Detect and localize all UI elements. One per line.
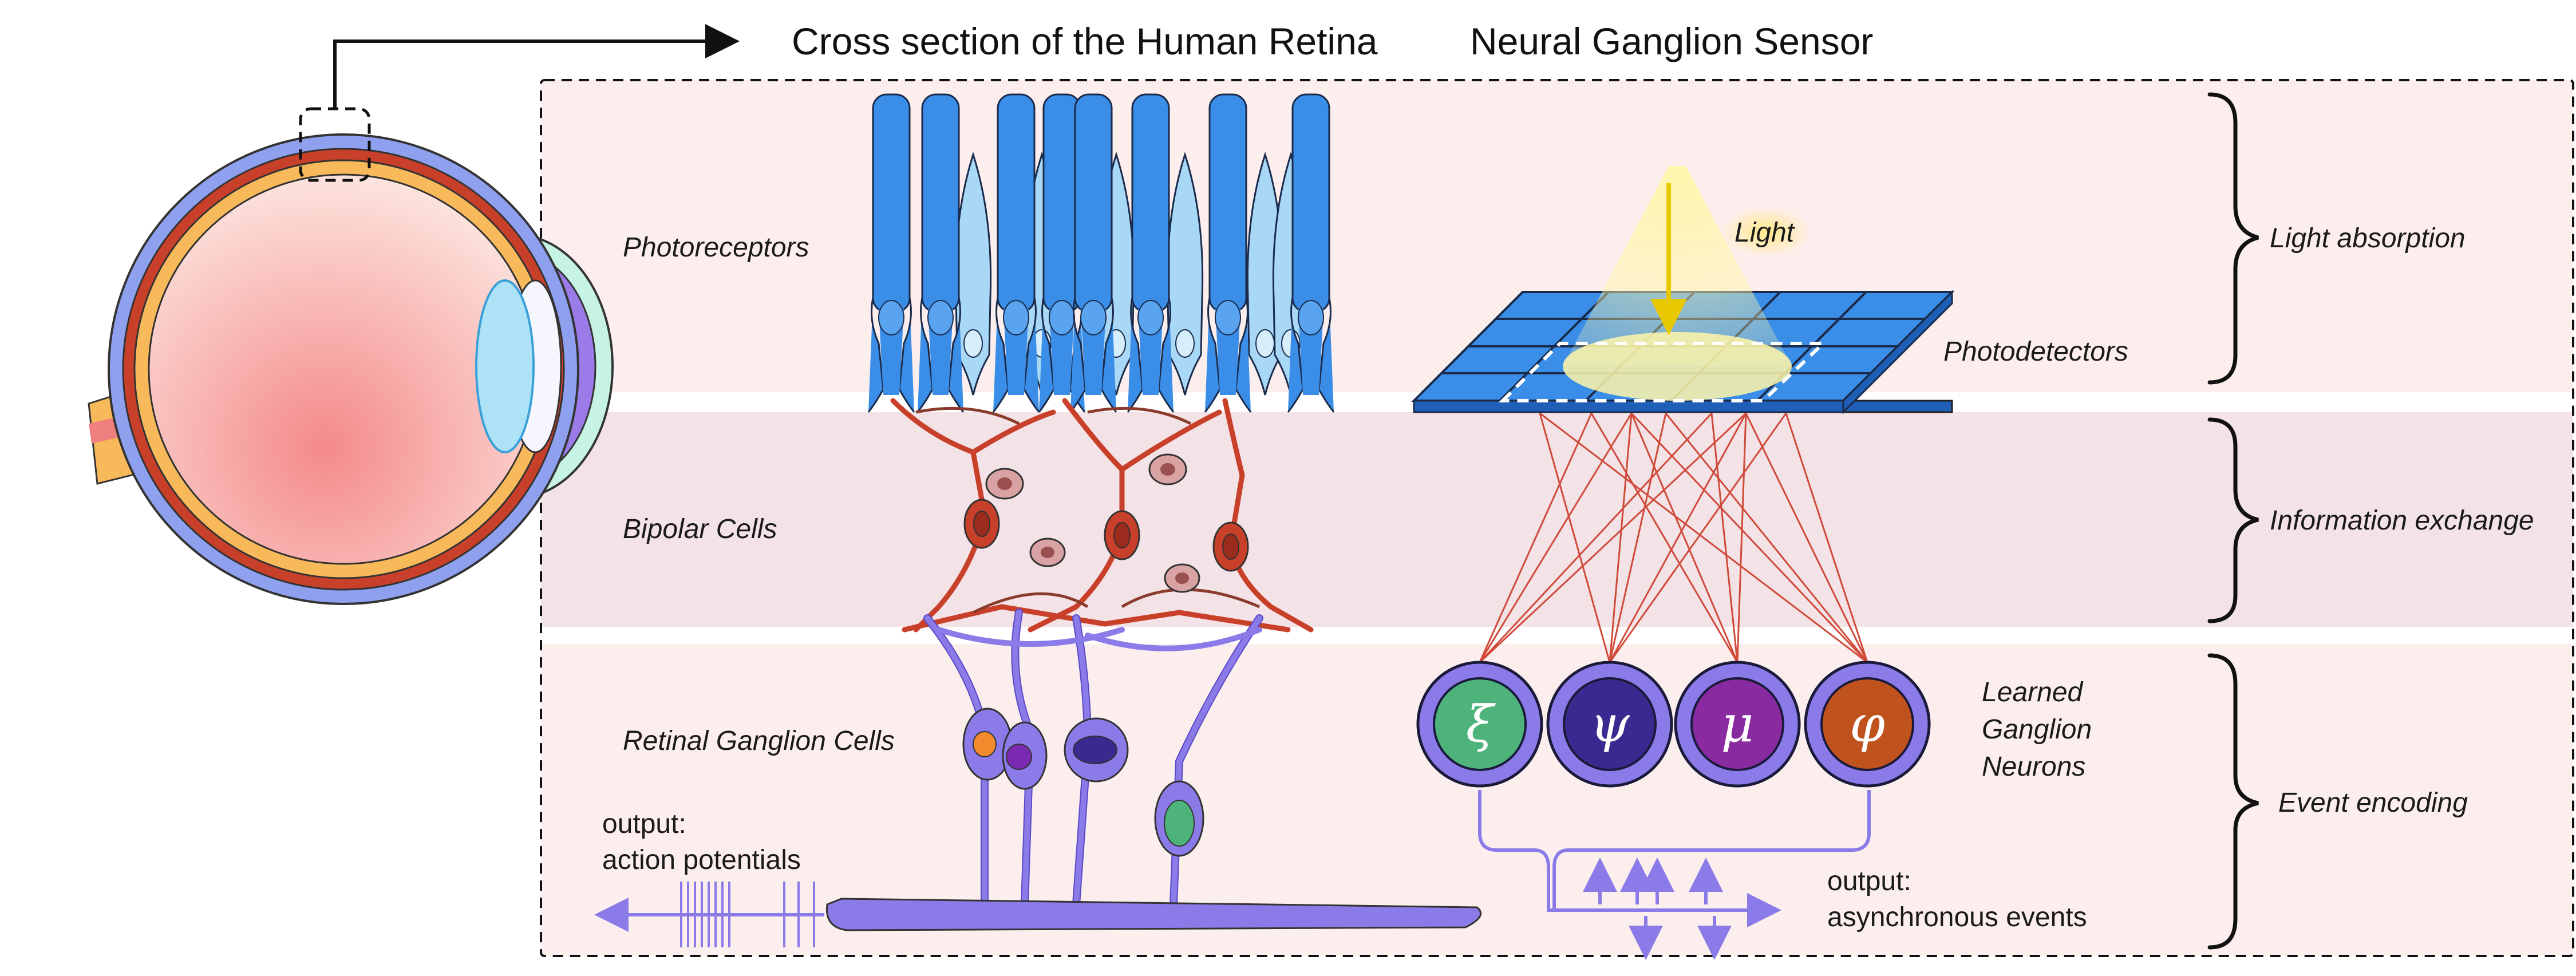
connection-line [1609,413,1667,663]
ganglion-neuron: ψ [1546,661,1673,788]
light-label: Light [1735,218,1795,248]
connection-line [1539,412,1868,663]
rod-cell [1287,93,1335,413]
ganglion-neuron: ξ [1416,661,1543,788]
rod-cell [1069,93,1117,413]
connection-line [1479,412,1747,663]
eye-to-section-arrow [333,24,740,109]
connection-line [1479,413,1593,663]
connection-line [1710,413,1739,663]
title-sensor: Neural Ganglion Sensor [1470,20,1873,62]
title-retina: Cross section of the Human Retina [792,20,1378,62]
stage-information-exchange: Information exchange [2270,505,2534,536]
connection-line [1785,413,1868,663]
connection-line [1539,413,1611,663]
neurons-label-line2: Ganglion [1982,714,2092,745]
rod-cell [1204,93,1252,413]
retina-output-title: output: [602,809,686,839]
rod-cell [992,93,1040,413]
neurons-label-line1: Learned [1982,677,2083,708]
connection-line [1630,413,1739,663]
stage-light-absorption: Light absorption [2270,223,2466,254]
band-bipolar [541,412,2573,627]
neuron-symbol: μ [1721,694,1753,753]
connection-line [1609,413,1633,663]
connection-line [1630,412,1868,663]
layer-bands [540,79,2574,957]
bipolar-cells [890,398,1314,633]
label-bipolar: Bipolar Cells [623,514,777,544]
neuron-symbol: ψ [1590,694,1630,753]
ganglion-cells [825,608,1482,931]
connection-line [1479,413,1633,663]
connection-line [1479,412,1713,663]
connection-line [1609,413,1787,663]
sensor-output-text: asynchronous events [1827,902,2087,932]
stage-event-encoding: Event encoding [2278,788,2468,818]
neurons-label-line3: Neurons [1982,752,2085,782]
photodetectors-label: Photodetectors [1943,337,2128,367]
label-ganglion: Retinal Ganglion Cells [623,726,895,756]
connection-line [1590,413,1739,663]
ganglion-neuron: μ [1674,661,1801,788]
sensor-output-title: output: [1827,866,1911,896]
rod-cell [1127,93,1175,413]
dashed-frame [540,79,2574,957]
label-photoreceptors: Photoreceptors [623,232,809,263]
photoreceptor-cells [867,93,1335,413]
connection-line [1745,413,1868,663]
rod-cell [916,93,965,413]
stage-braces [2207,92,2259,950]
light-source: Light [1498,166,1828,402]
connection-line [1736,413,1747,663]
retina-output-text: action potentials [602,845,801,875]
neuron-symbol: φ [1850,694,1885,753]
retina-output: output: action potentials [594,809,824,947]
rod-cell [867,93,915,413]
ganglion-neuron: φ [1804,661,1931,788]
neuron-symbol: ξ [1466,694,1496,753]
connection-line [1609,413,1747,663]
sensor-output [1478,790,1871,960]
learned-connections [1479,412,1868,663]
connection-line [1665,413,1868,663]
eye-illustration [88,107,614,605]
